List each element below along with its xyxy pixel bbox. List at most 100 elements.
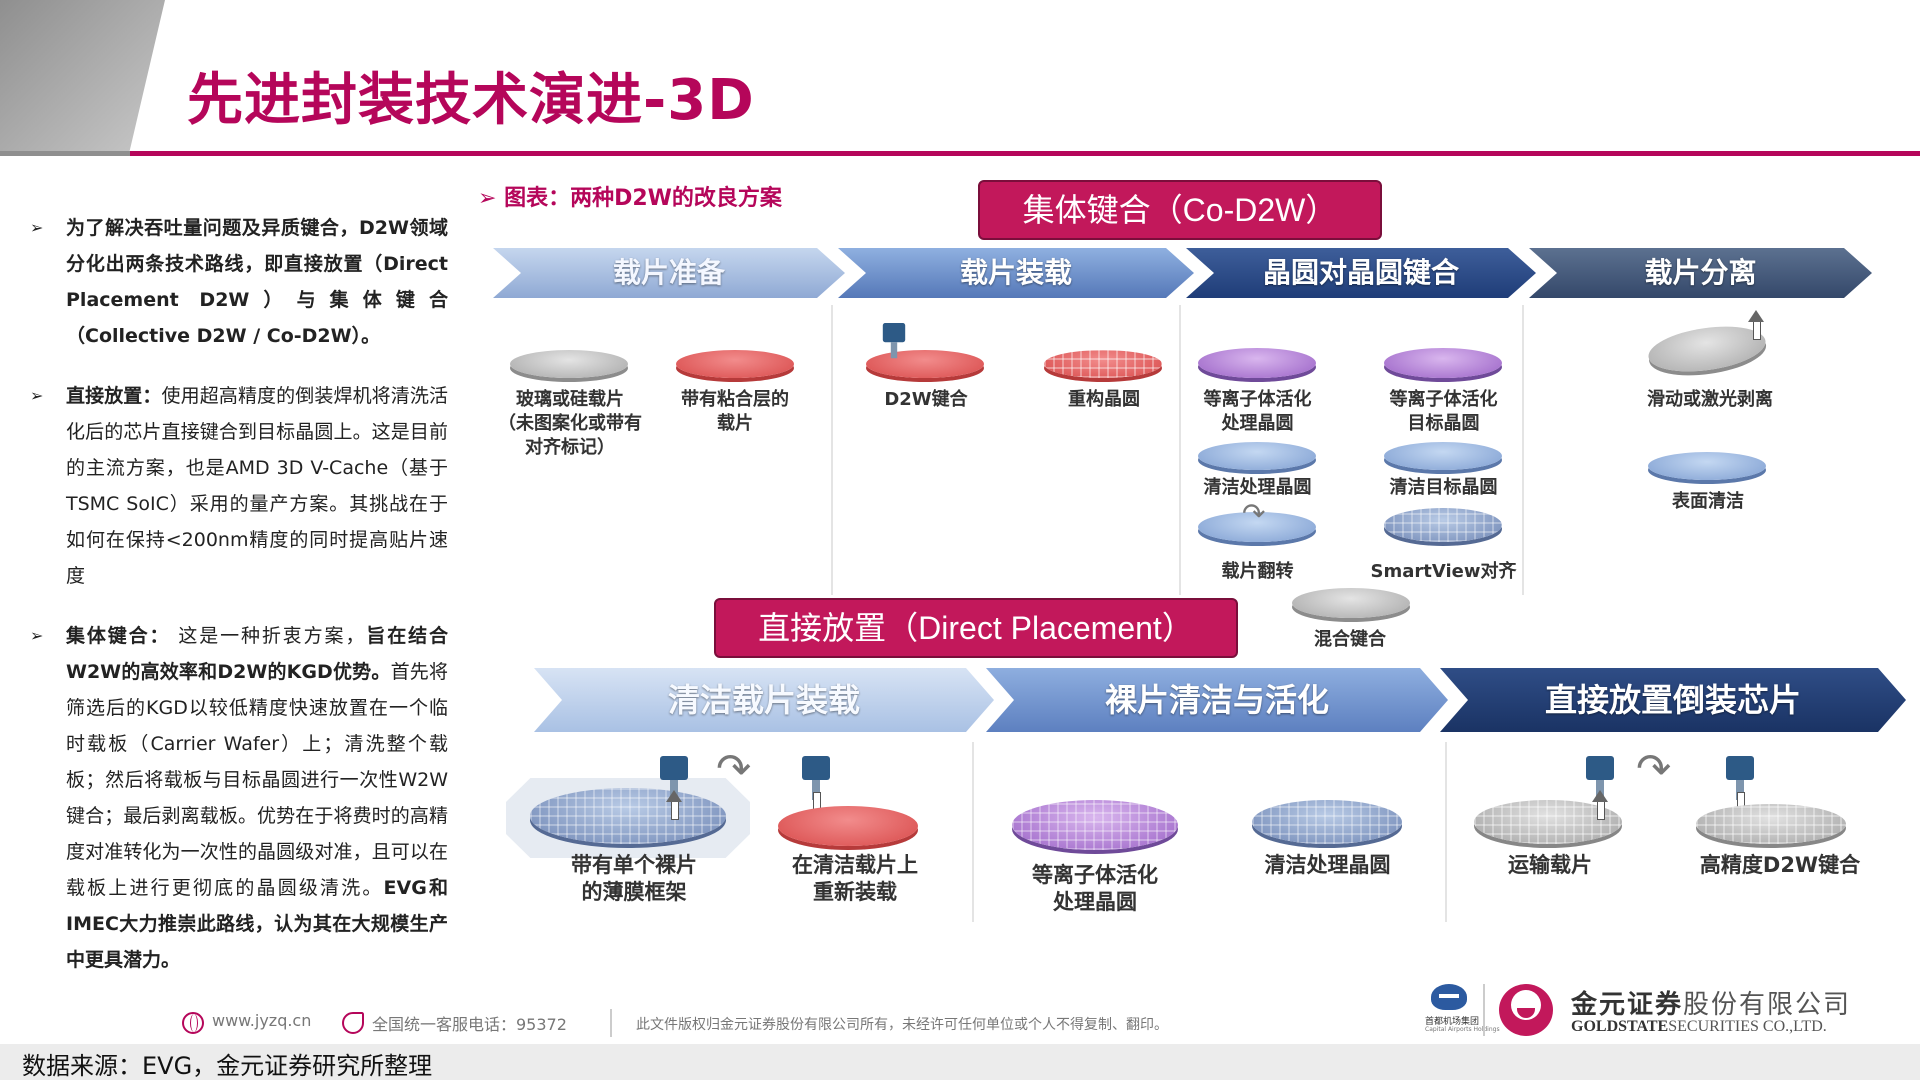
clean-bottom-wafer	[1252, 800, 1402, 844]
adhesive-carrier-wafer	[676, 350, 794, 378]
transfer-arrow-icon: ↷	[716, 744, 752, 793]
chevron-carrier-prep: 载片准备	[493, 248, 845, 298]
bullet-lead: 直接放置：	[66, 385, 162, 407]
badge-direct-placement: 直接放置（Direct Placement）	[714, 598, 1238, 658]
label-debond: 滑动或激光剥离	[1647, 389, 1773, 410]
bullet-arrow-icon: ➢	[30, 218, 44, 237]
label-adhesive-carrier: 带有粘合层的 载片	[681, 389, 789, 434]
footer-hotline: 全国统一客服电话：95372	[372, 1015, 567, 1034]
company-name-cn-bold: 金元证券	[1571, 990, 1684, 1020]
stage-divider	[1445, 742, 1447, 922]
stage-divider	[831, 305, 833, 595]
glass-carrier-wafer	[510, 350, 628, 378]
chevron-carrier-load: 载片装载	[838, 248, 1194, 298]
smartview-wafer	[1384, 508, 1502, 542]
flip-carrier-wafer	[1198, 512, 1316, 542]
bullet-item: ➢ 直接放置：使用超高精度的倒装焊机将清洗活化后的芯片直接键合到目标晶圆上。这是…	[28, 378, 448, 594]
footer-divider	[610, 1009, 612, 1037]
bullet-text: 这是一种折衷方案，	[170, 625, 367, 647]
label-reload: 在清洁载片上 重新装载	[792, 853, 918, 904]
footer-website[interactable]: www.jyzq.cn	[212, 1011, 312, 1030]
clean-target-wafer	[1384, 442, 1502, 470]
title-rule	[130, 151, 1920, 156]
film-frame-wafer	[530, 788, 726, 844]
stage-divider	[1522, 305, 1524, 595]
footer-copyright: 此文件版权归金元证券股份有限公司所有，未经许可任何单位或个人不得复制、翻印。	[636, 1017, 1168, 1033]
airport-logo	[1425, 984, 1473, 1028]
label-plasma-bottom: 等离子体活化 处理晶圆	[1032, 863, 1158, 914]
bullet-emphasis: 旨在结合W2W的高效率和D2W的KGD优势。	[66, 625, 448, 683]
plasma-target-wafer	[1384, 348, 1502, 378]
airport-name: 首都机场集团	[1425, 1017, 1480, 1027]
phone-icon	[342, 1012, 364, 1034]
bullet-lead: 集体键合：	[66, 625, 171, 647]
bullet-text: 使用超高精度的倒装焊机将清洗活化后的芯片直接键合到目标晶圆上。这是目前的主流方案…	[66, 385, 448, 587]
company-logos: 首都机场集团 Capital Airports Holdings 金元证券股份有…	[1425, 984, 1865, 1044]
source-strip	[0, 1044, 1920, 1080]
label-flip: 载片翻转	[1221, 561, 1294, 582]
label-plasma-target: 等离子体活化 目标晶圆	[1389, 389, 1498, 434]
surface-clean-wafer	[1648, 452, 1766, 480]
clean-processed-wafer	[1198, 442, 1316, 470]
bullet-arrow-icon: ➢	[30, 386, 44, 405]
label-glass-carrier: 玻璃或硅载片 （未图案化或带有 对齐标记）	[498, 389, 642, 458]
company-name-en-rest: SECURITIES CO.,LTD.	[1668, 1018, 1827, 1035]
chevron-clean-carrier-load: 清洁载片装载	[534, 668, 994, 732]
label-clean-processed: 清洁处理晶圆	[1203, 477, 1312, 498]
company-name-en-bold: GOLDSTATE	[1571, 1018, 1669, 1035]
bullet-item: ➢ 集体键合： 这是一种折衷方案，旨在结合W2W的高效率和D2W的KGD优势。首…	[28, 618, 448, 978]
label-film-frame: 带有单个裸片 的薄膜框架	[571, 853, 697, 904]
chevron-carrier-debond: 载片分离	[1529, 248, 1872, 298]
bullet-emphasis: EVG和IMEC大力推崇此路线，认为其在大规模生产中更具潜力。	[66, 877, 448, 971]
label-surface-clean: 表面清洁	[1672, 491, 1744, 512]
data-source: 数据来源：EVG，金元证券研究所整理	[22, 1052, 433, 1080]
chevron-direct-flip-chip: 直接放置倒装芯片	[1440, 668, 1906, 732]
airport-name-en: Capital Airports Holdings	[1425, 1026, 1500, 1033]
figure-caption: ➢ 图表：两种D2W的改良方案	[478, 186, 782, 211]
figure-caption-text: 图表：两种D2W的改良方案	[504, 186, 782, 211]
title-rule-gray	[0, 151, 130, 156]
slide-title: 先进封装技术演进-3D	[187, 68, 755, 133]
bond-head-icon	[882, 323, 906, 363]
transfer-arrow-icon-2: ↷	[1636, 744, 1672, 793]
d2w-bond-wafer	[866, 350, 984, 378]
flip-arrow-icon: ↷	[1242, 497, 1266, 530]
globe-icon	[182, 1012, 204, 1034]
company-name-cn-rest: 股份有限公司	[1683, 990, 1852, 1020]
hp-bond-wafer	[1696, 804, 1846, 844]
airport-logo-icon	[1431, 984, 1467, 1010]
plasma-processed-wafer	[1198, 348, 1316, 378]
stage-divider	[972, 742, 974, 922]
reconstituted-wafer	[1044, 350, 1162, 378]
bullet-list: ➢ 为了解决吞吐量问题及异质键合，D2W领域分化出两条技术路线，即直接放置（Di…	[28, 210, 448, 1002]
label-transport: 运输载片	[1508, 853, 1592, 877]
place-head-icon	[802, 756, 830, 806]
lift-arrow-icon	[1748, 310, 1764, 340]
bullet-arrow-icon: ➢	[30, 626, 44, 645]
corner-decoration	[0, 0, 165, 155]
pick-arrow-icon	[666, 790, 682, 820]
chevron-w2w-bond: 晶圆对晶圆键合	[1186, 248, 1536, 298]
bullet-text: 为了解决吞吐量问题及异质键合，D2W领域分化出两条技术路线，即直接放置（Dire…	[66, 217, 448, 347]
badge-co-d2w: 集体键合（Co-D2W）	[978, 180, 1382, 240]
bullet-item: ➢ 为了解决吞吐量问题及异质键合，D2W领域分化出两条技术路线，即直接放置（Di…	[28, 210, 448, 354]
label-d2w-bond: D2W键合	[884, 389, 968, 410]
label-hybrid-bond: 混合键合	[1314, 629, 1386, 650]
bond-head-icon-2	[1726, 756, 1754, 806]
pick-arrow-icon-2	[1592, 790, 1608, 820]
label-smartview: SmartView对齐	[1370, 561, 1517, 582]
label-hp-bond: 高精度D2W键合	[1699, 853, 1861, 877]
bullet-text: 首先将筛选后的KGD以较低精度快速放置在一个临时载板（Carrier Wafer…	[66, 661, 448, 899]
label-clean-bottom: 清洁处理晶圆	[1264, 853, 1391, 877]
label-clean-target: 清洁目标晶圆	[1389, 477, 1498, 498]
label-plasma-processed: 等离子体活化 处理晶圆	[1203, 389, 1312, 434]
goldstate-logo-icon	[1499, 984, 1553, 1036]
hybrid-bond-wafer	[1292, 588, 1410, 618]
reload-carrier-wafer	[778, 806, 918, 846]
stage-divider	[1179, 305, 1181, 595]
chevron-die-clean-activate: 裸片清洁与活化	[986, 668, 1448, 732]
plasma-bottom-wafer	[1012, 800, 1178, 850]
label-reconstituted: 重构晶圆	[1068, 389, 1140, 410]
company-name-cn: 金元证券股份有限公司	[1571, 984, 1851, 1021]
logo-divider	[1483, 984, 1485, 1036]
